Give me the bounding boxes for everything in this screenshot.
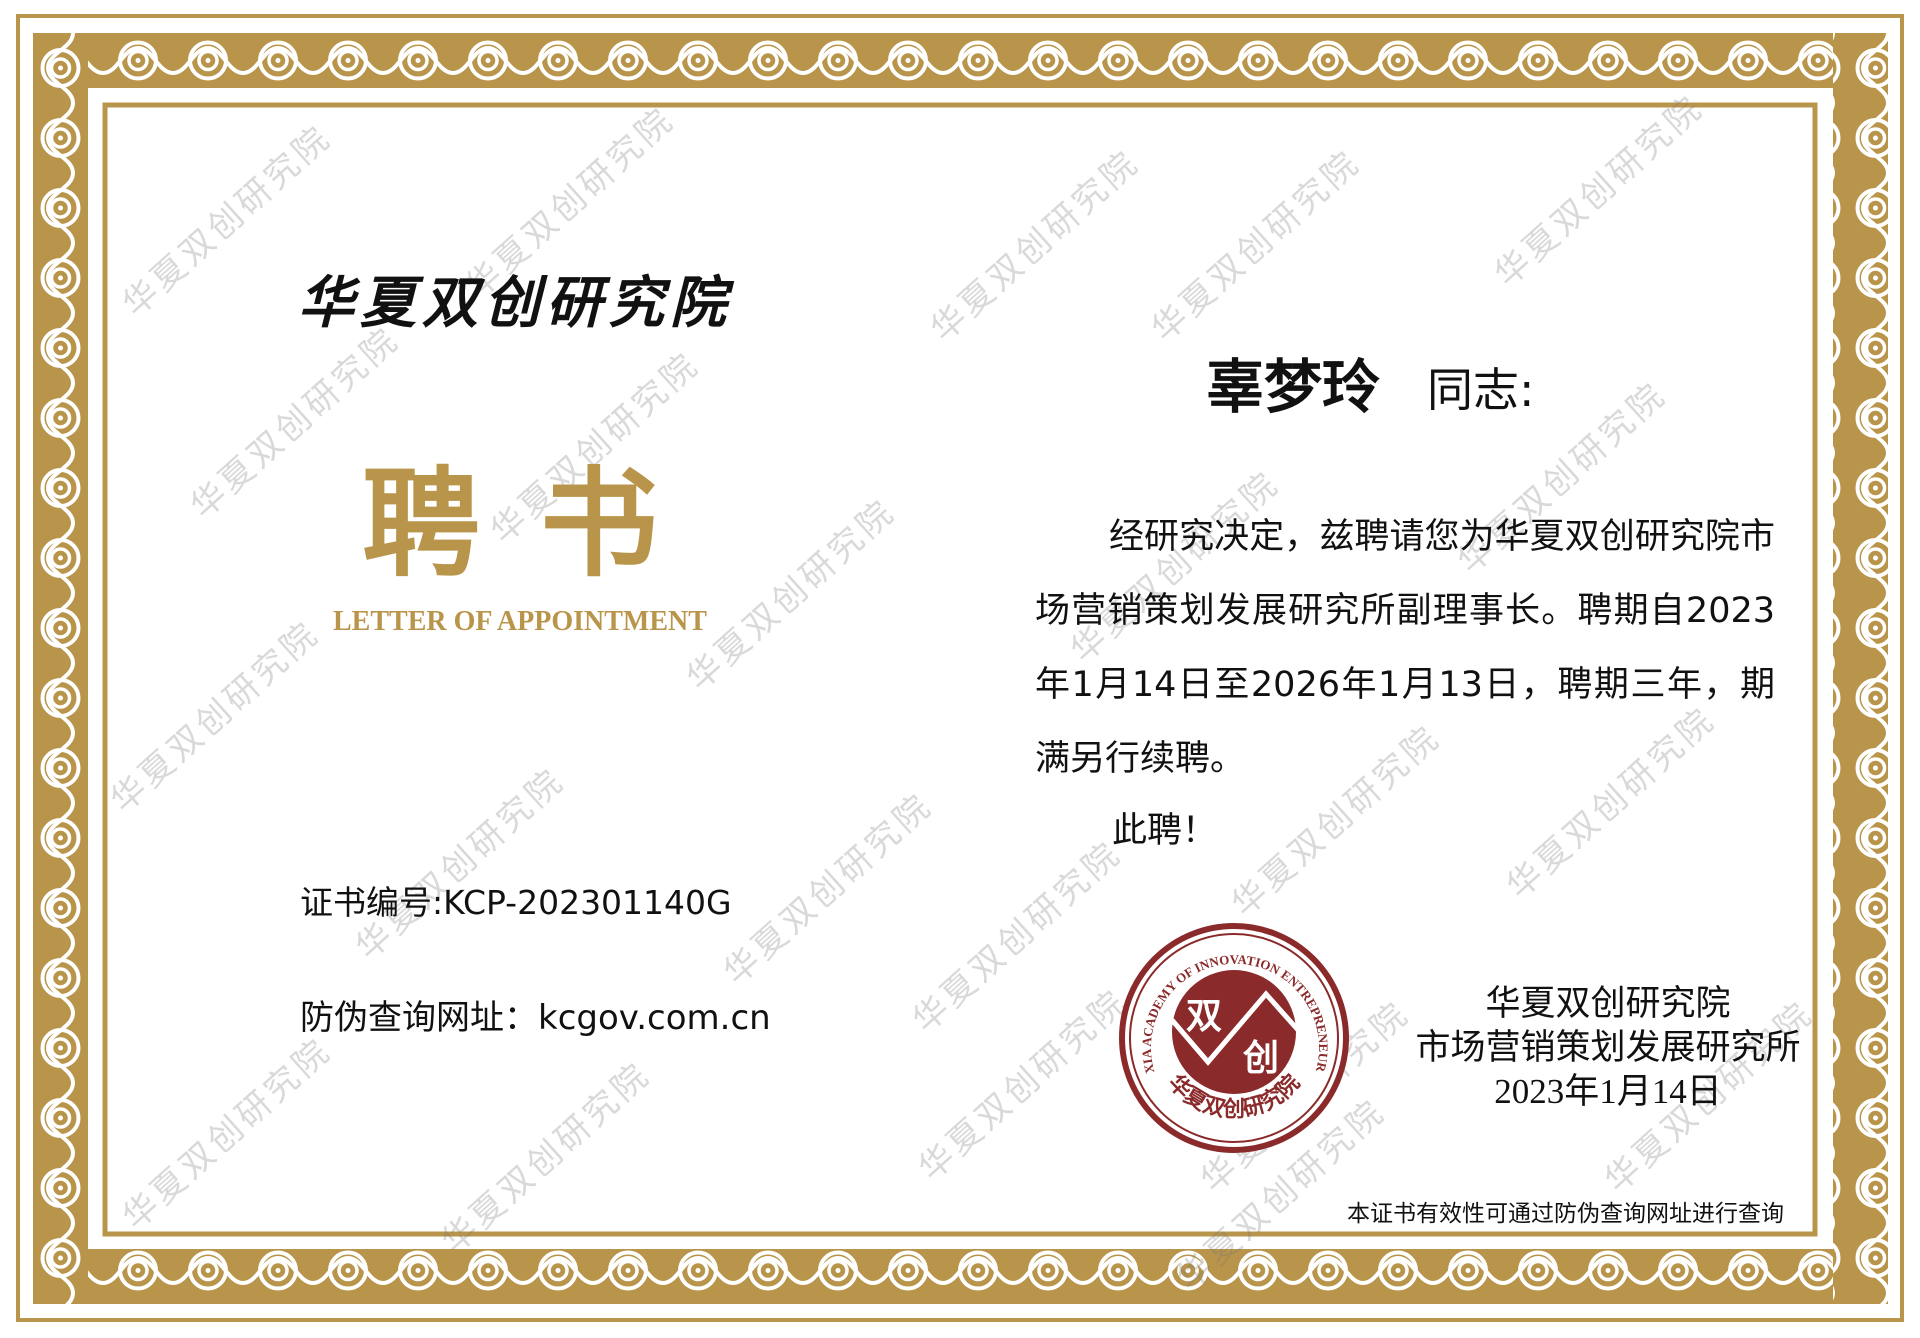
recipient-name: 辜梦玲 [1206,353,1381,421]
issuer-block: 华夏双创研究院 市场营销策划发展研究所 2023年1月14日 [1400,982,1816,1114]
seal-char-2: 创 [1243,1038,1279,1079]
issue-date: 2023年1月14日 [1494,1072,1722,1111]
document-subtitle: LETTER OF APPOINTMENT [333,606,707,637]
document-title: 聘书 [362,455,719,593]
issuer-department: 市场营销策划发展研究所 [1415,1028,1801,1067]
organization-title: 华夏双创研究院 [298,270,732,336]
issuer-organization: 华夏双创研究院 [1485,984,1731,1023]
verification-url: 防伪查询网址：kcgov.com.cn [300,998,771,1038]
verification-note: 本证书有效性可通过防伪查询网址进行查询 [1347,1201,1784,1227]
appointment-body: 经研究决定，兹聘请您为华夏双创研究院市场营销策划发展研究所副理事长。聘期自202… [1035,517,1775,779]
closing-text: 此聘！ [1112,811,1218,851]
salutation: 同志: [1427,363,1535,417]
certificate-number: 证书编号:KCP-202301140G [300,883,732,922]
seal-char-1: 双 [1186,996,1222,1037]
official-seal: HUAXIA ACADEMY OF INNOVATION ENTREPRENEU… [1116,920,1349,1153]
